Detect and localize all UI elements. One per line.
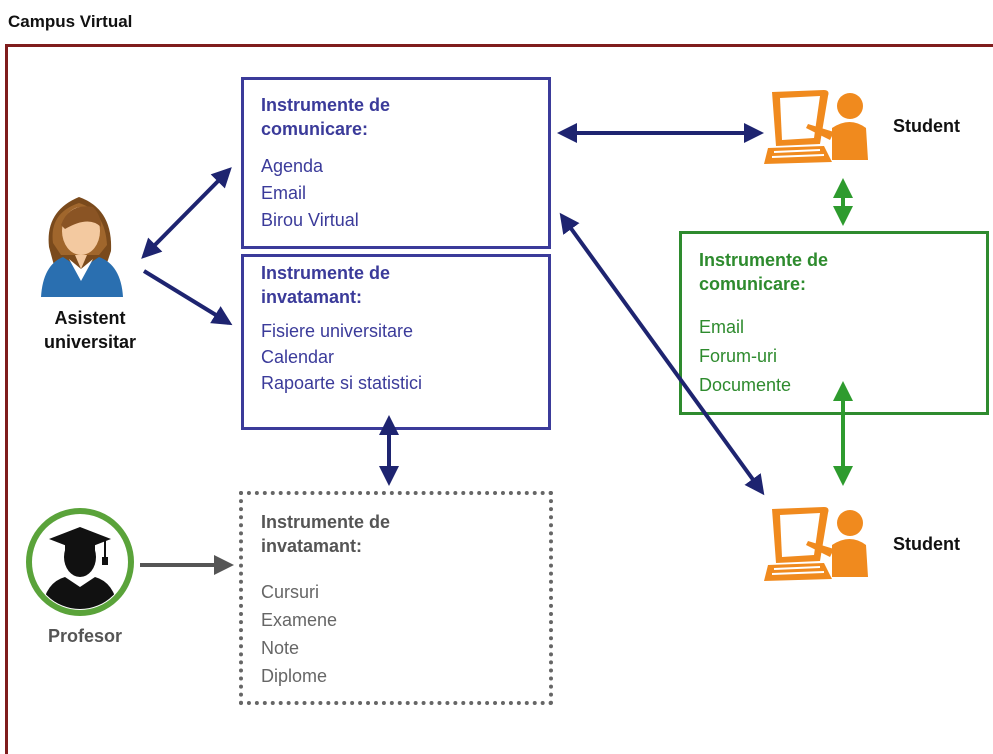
list-item: Email — [261, 183, 307, 203]
list-item: Cursuri — [261, 582, 320, 602]
list-item: Note — [261, 638, 300, 658]
assistant-label: Asistent universitar — [43, 308, 137, 352]
box-item-list: Agenda Email Birou Virtual — [261, 153, 548, 234]
list-item: Birou Virtual — [261, 210, 359, 230]
box-heading: Instrumente de invatamant: — [261, 512, 391, 556]
student-at-computer-icon — [764, 90, 868, 164]
student-at-computer-icon — [764, 507, 868, 581]
list-item: Rapoarte si statistici — [261, 373, 423, 393]
box-heading: Instrumente de comunicare: — [261, 95, 391, 139]
assistant-communication-box: Instrumente de comunicare: Agenda Email … — [241, 77, 551, 249]
list-item: Agenda — [261, 156, 324, 176]
arrow-assistant-to-communication — [141, 167, 232, 259]
list-item: Diplome — [261, 666, 328, 686]
arrow-communication-to-bottom-student — [559, 212, 765, 496]
graduate-professor-avatar-icon — [26, 508, 134, 616]
arrow-assistant-to-teaching — [142, 269, 233, 326]
diagram-title: Campus Virtual — [8, 12, 133, 31]
student-bottom-label: Student — [893, 534, 960, 554]
box-item-list: Fisiere universitare Calendar Rapoarte s… — [261, 318, 548, 396]
list-item: Calendar — [261, 347, 335, 367]
female-assistant-avatar-icon — [41, 197, 123, 297]
list-item: Examene — [261, 610, 338, 630]
student-top-label: Student — [893, 116, 960, 136]
professor-label: Profesor — [47, 626, 123, 646]
box-heading: Instrumente de invatamant: — [261, 263, 391, 307]
box-item-list: Cursuri Examene Note Diplome — [261, 578, 549, 690]
professor-teaching-box: Instrumente de invatamant: Cursuri Exame… — [239, 491, 553, 705]
list-item: Fisiere universitare — [261, 321, 414, 341]
campus-frame — [5, 44, 993, 754]
connector-arrows — [140, 123, 853, 575]
